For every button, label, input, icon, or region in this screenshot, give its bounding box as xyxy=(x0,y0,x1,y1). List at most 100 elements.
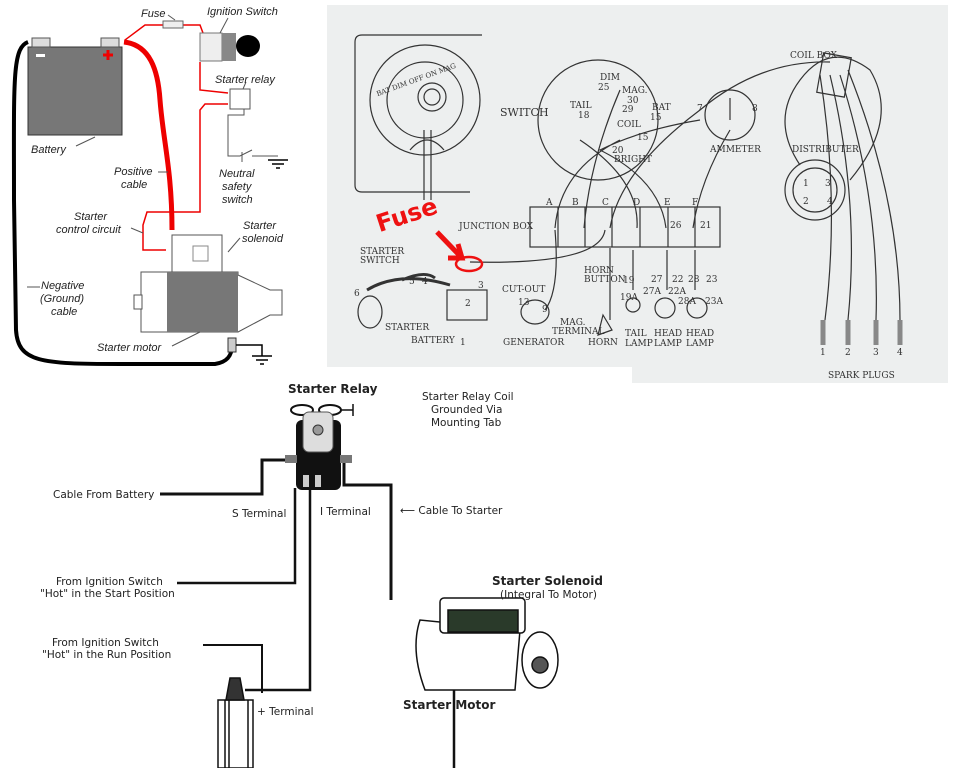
terminal-3: 3 xyxy=(478,281,484,291)
starter-control-wire xyxy=(142,62,229,251)
s-terminal-label: S Terminal xyxy=(232,508,286,520)
spark-plug-1-label: 1 xyxy=(820,348,826,358)
cable-from-battery-label: Cable From Battery xyxy=(53,489,154,501)
negative-cable-label-3: cable xyxy=(51,306,77,318)
junction-terminal-d: D xyxy=(633,198,640,208)
coil-ground-icon xyxy=(340,404,354,416)
distributer xyxy=(784,159,846,221)
starter-solenoid-label: Starter xyxy=(243,220,277,232)
dim-label: DIM xyxy=(600,73,620,83)
spark-plug-3-label: 3 xyxy=(873,348,879,358)
positive-terminal xyxy=(100,37,120,48)
solenoid-coil xyxy=(192,245,209,262)
i-terminal-wire xyxy=(245,490,312,692)
junction-terminal-c: C xyxy=(602,198,609,208)
starter-control-circuit-label-2: control circuit xyxy=(56,224,122,236)
terminal-9: 9 xyxy=(542,305,548,315)
terminal-4: 4 xyxy=(422,277,428,287)
ammeter-label: AMMETER xyxy=(709,145,761,155)
switch-panel-outline xyxy=(354,34,482,193)
terminal-25: 25 xyxy=(598,83,610,93)
junction-terminal-e: E xyxy=(664,198,671,208)
spark-plugs-label: SPARK PLUGS xyxy=(828,371,895,381)
horn xyxy=(597,313,613,336)
cable-to-starter-text: Cable To Starter xyxy=(418,505,503,517)
terminal-22a: 22A xyxy=(668,287,686,297)
terminal-19: 19 xyxy=(623,276,635,286)
spark-plugs xyxy=(820,320,903,345)
battery xyxy=(27,46,123,136)
terminal-6: 6 xyxy=(354,289,360,299)
plus-sign-icon xyxy=(103,50,113,60)
terminal-13: 13 xyxy=(518,298,530,308)
ammeter-gauge xyxy=(704,89,756,141)
tail-lamp-label-2: LAMP xyxy=(625,339,653,349)
leader-lines xyxy=(27,14,247,347)
positive-cable-label: Positive xyxy=(114,166,153,178)
head-lamp-label: HEAD xyxy=(654,329,682,339)
starter-relay xyxy=(285,404,352,490)
terminal-28a: 28A xyxy=(678,297,696,307)
neutral-safety-switch-label: Neutral xyxy=(219,168,255,180)
fuse-highlight-circle xyxy=(454,255,484,273)
negative-cable xyxy=(11,40,234,366)
tail-lamp-label: TAIL xyxy=(625,329,647,339)
ignition-switch-label: Ignition Switch xyxy=(207,6,278,18)
terminal-23: 23 xyxy=(706,275,718,285)
distributer-terminal-3: 3 xyxy=(825,179,831,189)
bright-label: BRIGHT xyxy=(614,155,652,165)
ignition-switch-dial xyxy=(369,44,481,156)
tail-lamp xyxy=(625,297,641,313)
horn-button-label: HORN xyxy=(584,266,614,276)
ignition-key-icon xyxy=(236,35,260,57)
head-lamp-2 xyxy=(686,297,708,319)
vintage-diagram-background xyxy=(327,5,948,383)
modern-starter-circuit-diagram: Fuse Ignition Switch Starter relay Batte… xyxy=(11,6,288,366)
coil-ground-label: Starter Relay Coil xyxy=(422,391,514,403)
spark-plug-wires xyxy=(819,69,901,321)
distributer-terminal-1: 1 xyxy=(803,179,809,189)
starter-switch-label-2: SWITCH xyxy=(360,256,400,266)
junction-box-label: JUNCTION BOX xyxy=(458,222,534,232)
generator xyxy=(520,299,550,325)
starter-solenoid xyxy=(171,234,223,273)
terminal-8: 8 xyxy=(752,104,758,114)
terminal-1: 1 xyxy=(460,338,466,348)
cut-out-label: CUT-OUT xyxy=(502,285,545,295)
head-lamp-2-label: HEAD xyxy=(686,329,714,339)
neutral-safety-switch-label-3: switch xyxy=(222,194,253,206)
terminal-15b: 15 xyxy=(637,133,649,143)
switch-label: SWITCH xyxy=(500,106,549,119)
terminal-2: 2 xyxy=(465,299,471,309)
ground-icon xyxy=(268,159,288,169)
vintage-wiring-diagram: BAT DIM OFF ON MAG SWITCH DIM 25 MAG. 30… xyxy=(327,5,948,383)
junction-terminal-a: A xyxy=(545,198,553,208)
terminal-27: 27 xyxy=(651,275,663,285)
starter-control-circuit-label: Starter xyxy=(74,211,108,223)
generator-label: GENERATOR xyxy=(503,338,564,348)
terminal-19a: 19A xyxy=(620,293,638,303)
terminal-23a: 23A xyxy=(705,297,723,307)
battery-label: BATTERY xyxy=(411,336,456,346)
mag-terminal-label: MAG. xyxy=(560,318,586,328)
ignition-start-label-2: "Hot" in the Start Position xyxy=(40,588,175,600)
distributer-terminal-2: 2 xyxy=(803,197,809,207)
starter-solenoid-title: Starter Solenoid xyxy=(492,574,603,588)
ignition-run-label-2: "Hot" in the Run Position xyxy=(42,649,171,661)
coil-box xyxy=(816,52,852,98)
mag-label: MAG. xyxy=(622,86,648,96)
wires xyxy=(469,61,831,311)
head-lamp-2-label-2: LAMP xyxy=(686,339,714,349)
starter-relay-label: Starter relay xyxy=(215,74,276,86)
spark-plug-2-label: 2 xyxy=(845,348,851,358)
starter-motor xyxy=(357,295,383,329)
terminal-7: 7 xyxy=(697,104,703,114)
distributer-label: DISTRIBUTER xyxy=(792,145,859,155)
coil-label: COIL xyxy=(617,120,641,130)
terminal-29: 29 xyxy=(622,105,634,115)
terminal-30: 30 xyxy=(627,96,639,106)
coil-box-label: COIL BOX xyxy=(790,51,838,61)
s-terminal-wire xyxy=(177,488,297,585)
positive-cable xyxy=(123,39,175,231)
